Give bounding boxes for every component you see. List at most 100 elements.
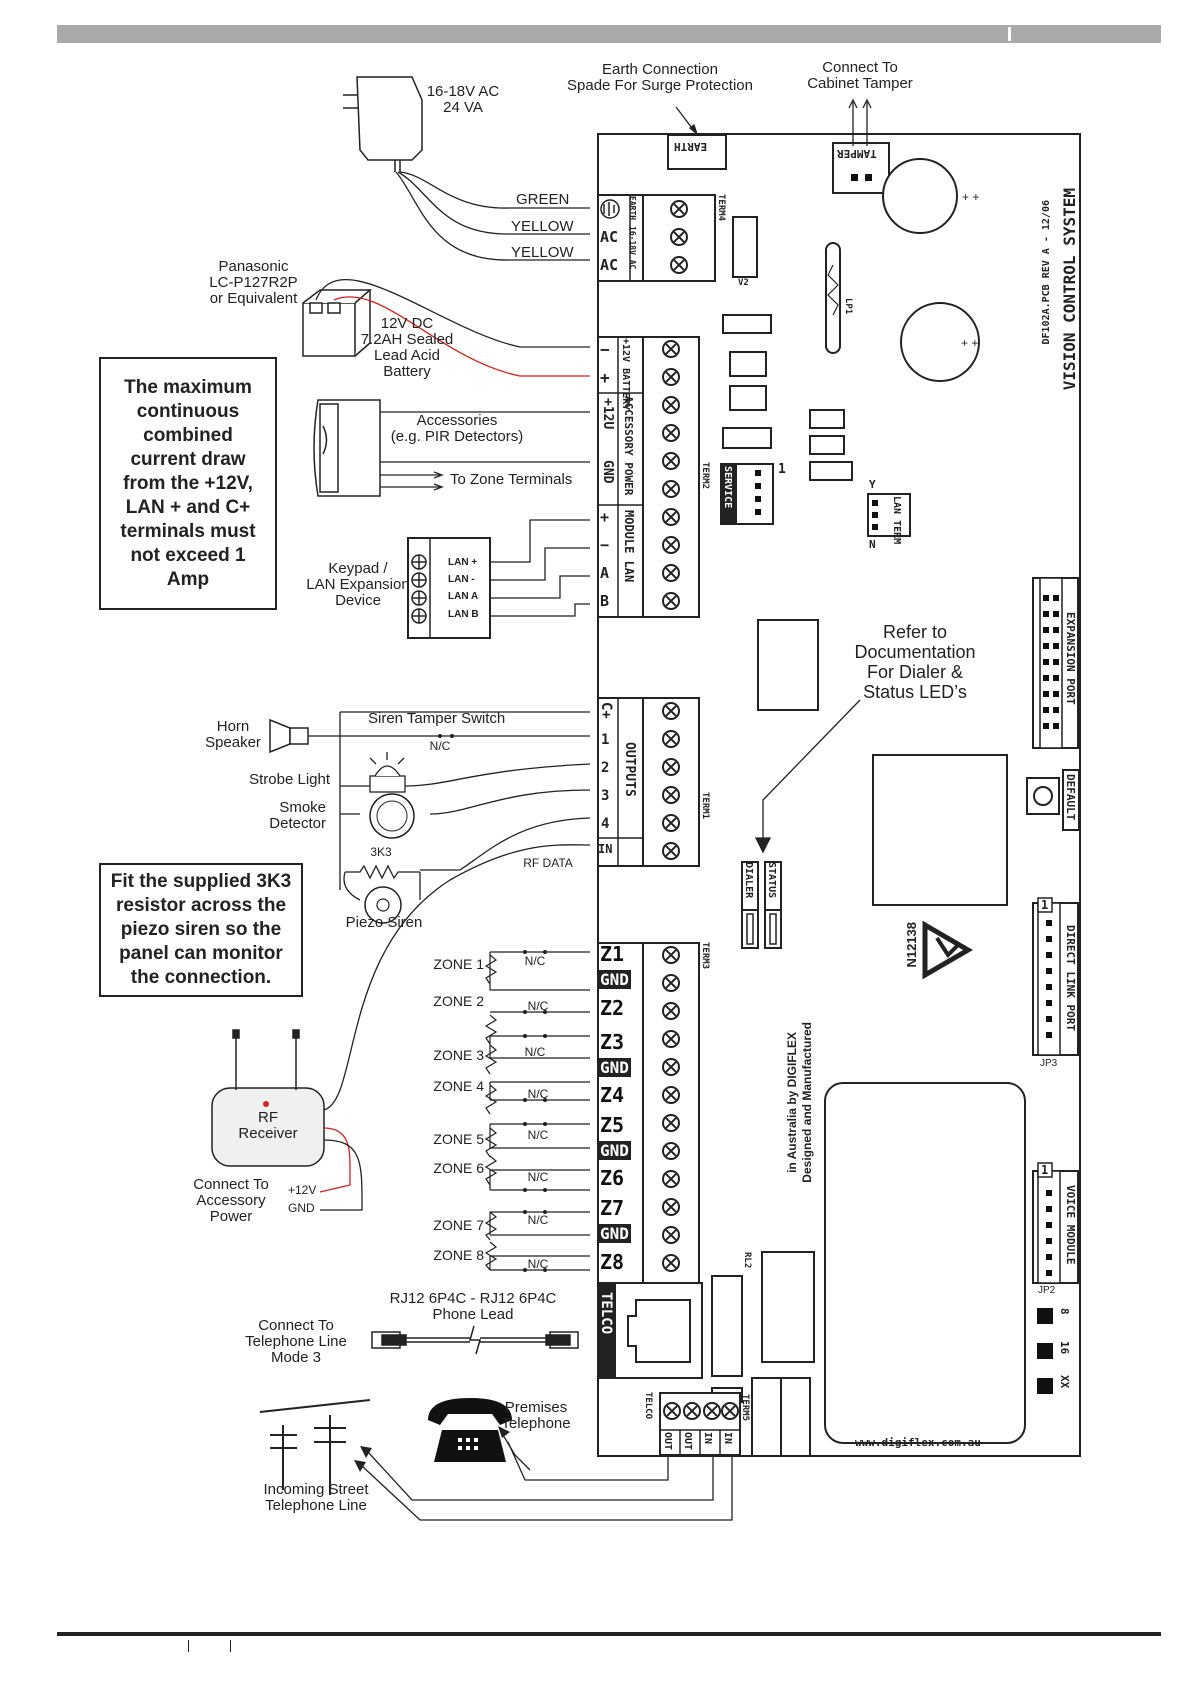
term1-screw-6 <box>662 842 680 860</box>
plus12v-label: +12V <box>288 1183 317 1197</box>
term1-screw-4 <box>662 786 680 804</box>
rf-data-wire <box>323 844 591 1111</box>
horn-label-1: Horn <box>216 718 250 735</box>
wire-green-label: GREEN <box>516 191 570 208</box>
term-gnd-2: GND <box>598 1058 631 1077</box>
v2-label: V2 <box>738 278 749 288</box>
wire-yellow-label-2: YELLOW <box>511 244 574 261</box>
term3-screw-5 <box>662 1058 680 1076</box>
component-r5 <box>809 409 845 429</box>
earth-small-label: EARTH <box>628 196 637 221</box>
capacitor-1 <box>882 158 958 234</box>
battery-desc-label-3: Lead Acid <box>374 347 440 364</box>
phone-lead <box>371 1325 579 1355</box>
ac-label-1: AC <box>600 228 619 246</box>
ac-label-2: AC <box>600 256 619 274</box>
term5-screw-4 <box>721 1402 739 1420</box>
designed-label-1: Designed and Manufactured <box>800 1022 814 1183</box>
term-z2: Z2 <box>600 996 625 1020</box>
lan-term-label: LAN TERM <box>891 496 902 545</box>
term2-screw-1 <box>662 340 680 358</box>
battery-desc-label-1: 12V DC <box>380 315 434 332</box>
wire-yellow-label-1: YELLOW <box>511 218 574 235</box>
outputs-label: OUTPUTS <box>622 742 637 797</box>
voice-one: 1 <box>1041 1163 1049 1177</box>
tamper-wires <box>848 98 872 146</box>
smoke-label-2: Detector <box>269 815 326 832</box>
premises-label-2: Telephone <box>501 1415 571 1432</box>
expansion-port-label: EXPANSION PORT <box>1064 612 1077 705</box>
term-z3: Z3 <box>600 1030 625 1054</box>
rcm-mark <box>922 920 973 980</box>
zone-5-label: ZONE 5 <box>433 1131 484 1147</box>
direct-link-pins <box>1046 920 1052 1038</box>
header-bar <box>57 25 1161 43</box>
term3-screw-1 <box>662 946 680 964</box>
zone-7-label: ZONE 7 <box>433 1217 484 1233</box>
service-one: 1 <box>778 462 786 477</box>
zone-4-nc: N/C <box>527 1087 549 1101</box>
rj12-label-2: Phone Lead <box>432 1306 514 1323</box>
accessories-label: Accessories(e.g. PIR Detectors) <box>382 413 532 445</box>
connect-tel-label-3: Mode 3 <box>270 1349 322 1366</box>
ac-supply-label-1: 16-18V AC <box>426 83 500 100</box>
term-z4: Z4 <box>600 1083 625 1107</box>
zone-2-nc: N/C <box>527 999 549 1013</box>
lan-a-label: LAN A <box>448 591 479 602</box>
lan-minus-term: − <box>600 536 610 554</box>
zone-5-nc: N/C <box>527 1128 549 1142</box>
incoming-label-2: Telephone Line <box>265 1497 367 1514</box>
zone-resistors <box>484 954 498 1271</box>
capacitor-2 <box>900 302 980 382</box>
jp2-label: JP2 <box>1038 1285 1056 1296</box>
term2-screw-5 <box>662 452 680 470</box>
rl2-label: RL2 <box>742 1252 752 1269</box>
lp1-fuse <box>825 242 841 354</box>
term-gnd-4: GND <box>598 1224 631 1243</box>
connect-acc-label-2: Accessory <box>196 1192 266 1209</box>
website-label: www.digiflex.com.au <box>855 1436 981 1449</box>
bat-minus: − <box>600 340 610 359</box>
resistor-3k3 <box>345 864 420 880</box>
term2-screw-9 <box>662 564 680 582</box>
out-1: 1 <box>601 732 610 748</box>
term1-screw-1 <box>662 702 680 720</box>
expansion-pins <box>1043 595 1059 729</box>
zone-6-label: ZONE 6 <box>433 1160 484 1176</box>
battery-red-wire <box>333 296 590 377</box>
earth-arrow <box>675 106 699 137</box>
telco-arrowheads <box>354 1426 510 1472</box>
term2-screw-3 <box>662 396 680 414</box>
telco-out-1: OUT <box>662 1432 673 1451</box>
term2-screw-6 <box>662 480 680 498</box>
zone-1-nc: N/C <box>524 954 546 968</box>
earth-connection-label-2: Spade For Surge Protection <box>567 77 753 94</box>
footer-tick-2 <box>230 1640 231 1652</box>
keypad-screws <box>411 554 427 624</box>
battery-model-label-1: Panasonic <box>218 258 289 275</box>
term3-screw-2 <box>662 974 680 992</box>
component-r4 <box>722 427 772 449</box>
term4-label: TERM4 <box>716 194 726 222</box>
refer-label-3: For Dialer & <box>866 662 964 682</box>
rl2-relay <box>761 1251 815 1363</box>
component-r1 <box>722 314 772 334</box>
strobe <box>369 752 406 793</box>
component-r2 <box>729 351 767 377</box>
component-r6 <box>809 435 845 455</box>
term3-block <box>642 942 700 1284</box>
component-r3 <box>729 385 767 411</box>
bat-plus: + <box>600 368 610 387</box>
term-z8: Z8 <box>600 1250 625 1274</box>
term3-screw-11 <box>662 1226 680 1244</box>
plug-pack <box>343 76 423 172</box>
telco-out-2: OUT <box>682 1432 693 1451</box>
keypad-label-1: Keypad / <box>328 560 388 577</box>
max-current-text: The maximum continuous combined current … <box>120 376 256 590</box>
